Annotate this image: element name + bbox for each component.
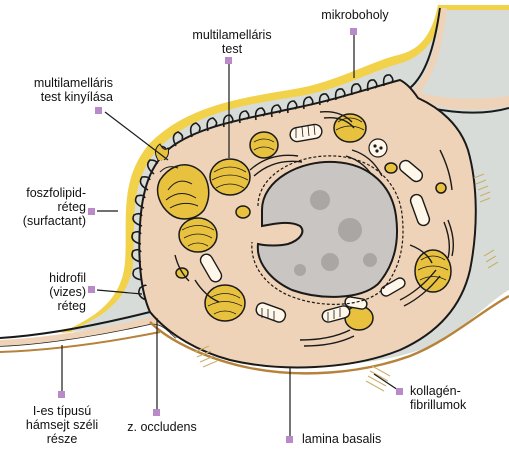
label-mikroboholy: mikroboholy xyxy=(321,8,389,22)
endoplasmic-reticulum xyxy=(174,111,455,347)
nuclear-envelope xyxy=(251,155,404,305)
vesicle xyxy=(368,138,388,158)
label-z-occludens: z. occludens xyxy=(127,420,197,434)
label-multilamellaris-kinyilasa: multilamelláris test kinyílása xyxy=(33,76,113,104)
lamellar-striations xyxy=(181,117,449,315)
label-hidrofil-reteg: hidrofil (vizes) réteg xyxy=(49,271,86,313)
microvilli xyxy=(131,74,394,301)
label-multilamellaris-test: multilamelláris test xyxy=(192,28,272,56)
marker-squares xyxy=(58,28,403,443)
label-lamina-basalis: lamina basalis xyxy=(302,432,382,446)
chromatin xyxy=(294,190,377,276)
collagen-fibrils xyxy=(194,173,499,392)
nucleus xyxy=(256,160,398,298)
mitochondria xyxy=(199,123,431,323)
label-i-es-tipusu-hamsejt: I-es típusú hámsejt széli része xyxy=(25,404,99,446)
label-foszfolipid-reteg: foszfolipid- réteg (surfactant) xyxy=(22,186,86,228)
type-i-cytoplasm xyxy=(0,316,176,346)
label-kollagen-fibrillumok: kollagén- fibrillumok xyxy=(410,384,467,412)
lamina-basalis-left xyxy=(0,331,161,353)
alveolar-background xyxy=(0,318,170,463)
lamina-basalis-line xyxy=(149,294,509,375)
mitochondria-cristae xyxy=(261,124,341,321)
leader-lines xyxy=(61,35,399,436)
interstitial-background xyxy=(160,290,509,463)
